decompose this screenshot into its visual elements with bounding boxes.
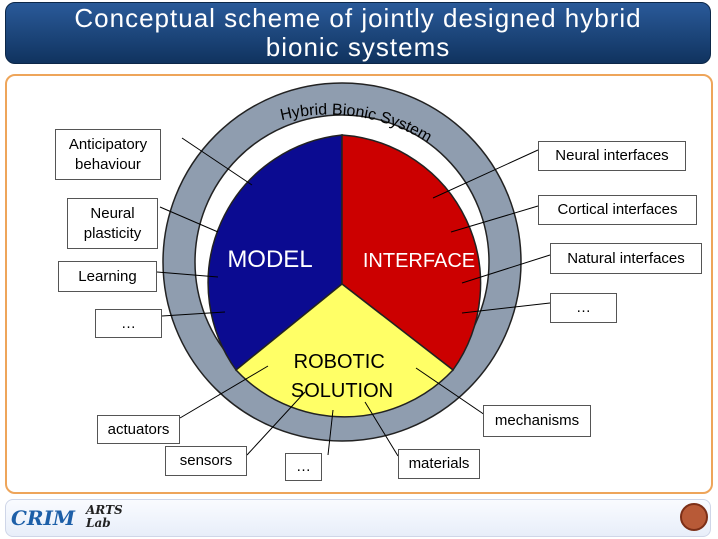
label-neural-plasticity: Neural plasticity	[67, 198, 158, 249]
model-label: MODEL	[227, 246, 312, 273]
robotic-label-line-1: ROBOTIC	[294, 351, 385, 373]
label-learning: Learning	[58, 261, 157, 292]
connector-model-more	[161, 311, 226, 317]
label-cortical-interfaces: Cortical interfaces	[538, 195, 697, 225]
interface-label: INTERFACE	[363, 250, 475, 272]
connector-learning	[156, 271, 219, 278]
label-mechanisms: mechanisms	[483, 405, 591, 437]
connector-materials	[364, 401, 399, 457]
label-neural-interfaces: Neural interfaces	[538, 141, 686, 171]
label-natural-interfaces: Natural interfaces	[550, 243, 702, 274]
slide-title-bar: Conceptual scheme of jointly designed hy…	[5, 2, 711, 64]
connector-actuators	[179, 365, 269, 419]
label-robotic-more: …	[285, 453, 322, 481]
crim-logo: CRIM	[11, 506, 76, 530]
robotic-label: ROBOTIC SOLUTION	[291, 351, 393, 402]
connector-neural-plasticity	[159, 206, 219, 233]
label-actuators: actuators	[97, 415, 180, 444]
label-interface-more: …	[550, 293, 617, 323]
robotic-sector	[234, 283, 455, 418]
label-model-more: …	[95, 309, 162, 338]
label-sensors: sensors	[165, 446, 247, 476]
connector-mechanisms	[415, 367, 486, 416]
label-anticipatory-behaviour: Anticipatory behaviour	[55, 129, 161, 180]
connector-lines	[156, 137, 551, 457]
connector-robotic-more	[327, 409, 334, 456]
connector-sensors	[246, 391, 306, 456]
model-sector	[207, 134, 343, 372]
connector-anticipatory	[181, 137, 253, 186]
label-materials: materials	[398, 449, 480, 479]
footer-bar	[5, 499, 711, 537]
interface-sector	[341, 134, 482, 372]
university-seal-icon	[680, 503, 708, 531]
robotic-label-line-2: SOLUTION	[291, 380, 393, 402]
connector-neural-interfaces	[432, 149, 539, 199]
connector-natural-interfaces	[461, 254, 551, 284]
slide-title: Conceptual scheme of jointly designed hy…	[74, 3, 642, 62]
connector-cortical-interfaces	[450, 205, 539, 233]
arts-lab-logo: ARTS Lab	[86, 503, 123, 530]
connector-interface-more	[461, 302, 551, 314]
